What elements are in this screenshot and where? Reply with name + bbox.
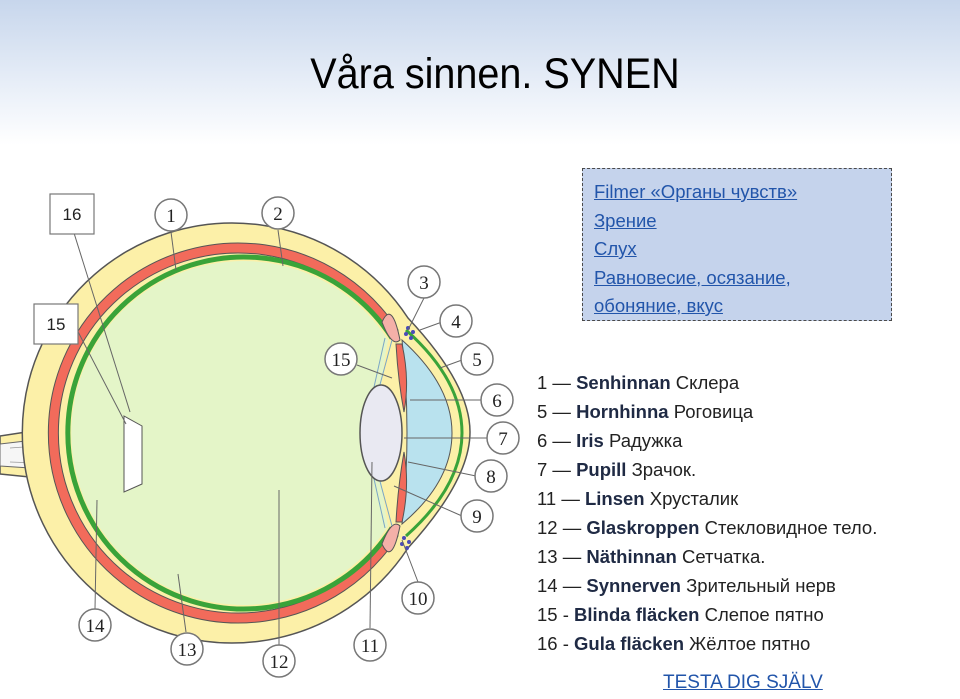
label-text-5: 5 xyxy=(472,350,482,371)
retina xyxy=(65,254,395,612)
label-circle-5 xyxy=(460,342,494,376)
legend-row: 15 - Blinda fläcken Слепое пятно xyxy=(537,604,824,625)
label-text-9: 9 xyxy=(472,507,482,528)
label-circle-9 xyxy=(460,499,494,533)
label-circle-8 xyxy=(474,459,508,493)
legend: 1 — Senhinnan Склера 5 — Hornhinna Рогов… xyxy=(537,368,877,658)
label-text-13: 13 xyxy=(178,640,197,661)
legend-row: 12 — Glaskroppen Стекловидное тело. xyxy=(537,517,878,538)
anterior-chamber xyxy=(401,338,453,526)
label-circle-10 xyxy=(401,581,435,615)
label-text-1: 1 xyxy=(166,206,176,227)
box-label-15 xyxy=(33,303,79,345)
label-circle-15 xyxy=(324,342,358,376)
lens xyxy=(359,384,403,482)
link-slukh[interactable]: Слух xyxy=(594,238,637,259)
legend-row: 11 — Linsen Хрусталик xyxy=(537,488,739,509)
vitreous-body xyxy=(71,260,388,605)
label-text-2: 2 xyxy=(273,204,283,225)
label-circle-7 xyxy=(486,421,520,455)
legend-row: 16 - Gula fläcken Жёлтое пятно xyxy=(537,633,811,654)
ciliary-body-top xyxy=(381,313,401,343)
box-label-16-text: 16 xyxy=(63,205,82,224)
legend-row: 5 — Hornhinna Роговица xyxy=(537,401,754,422)
link-ravnovesie[interactable]: Равновесие, осязание, xyxy=(594,266,791,288)
box-label-15-text: 15 xyxy=(47,315,66,334)
header-band xyxy=(0,0,960,145)
cornea-line xyxy=(405,328,464,538)
legend-row: 7 — Pupill Зрачок. xyxy=(537,459,697,480)
label-text-10: 10 xyxy=(409,589,428,610)
label-circle-12 xyxy=(262,644,296,678)
circle-labels xyxy=(78,196,520,678)
legend-row: 13 — Näthinnan Сетчатка. xyxy=(537,546,766,567)
label-text-7: 7 xyxy=(498,429,508,450)
legend-row: 14 — Synnerven Зрительный нерв xyxy=(537,575,836,596)
link-obonyanie[interactable]: обоняние, вкус xyxy=(594,295,723,316)
label-text-4: 4 xyxy=(451,312,461,333)
ciliary-body-bottom xyxy=(381,523,401,553)
label-text-3: 3 xyxy=(419,273,429,294)
label-text-8: 8 xyxy=(486,467,496,488)
label-text-11: 11 xyxy=(361,636,379,657)
label-circle-3 xyxy=(407,265,441,299)
label-text-12: 12 xyxy=(270,652,289,673)
legend-row: 1 — Senhinnan Склера xyxy=(537,372,740,393)
label-circle-6 xyxy=(480,383,514,417)
label-circle-2 xyxy=(261,196,295,230)
optic-disc xyxy=(123,415,143,493)
label-circle-13 xyxy=(170,632,204,666)
label-text-15: 15 xyxy=(332,350,351,371)
box-label-16 xyxy=(49,193,95,235)
link-zrenie[interactable]: Зрение xyxy=(594,209,657,231)
iris-bottom xyxy=(395,451,408,523)
label-circle-14 xyxy=(78,608,112,642)
legend-row: 6 — Iris Радужка xyxy=(537,430,683,451)
page-title: Våra sinnen. SYNEN xyxy=(310,50,680,98)
label-text-6: 6 xyxy=(492,391,502,412)
link-filmer[interactable]: Filmer «Органы чувств» xyxy=(594,181,798,202)
test-yourself-link[interactable]: TESTA DIG SJÄLV xyxy=(663,672,823,693)
films-links-box: Filmer «Органы чувств» Зрение Слух Равно… xyxy=(582,168,892,321)
label-circle-11 xyxy=(353,628,387,662)
label-circle-1 xyxy=(154,198,188,232)
label-text-14: 14 xyxy=(86,616,106,637)
label-circle-4 xyxy=(439,304,473,338)
iris-top xyxy=(395,343,408,413)
